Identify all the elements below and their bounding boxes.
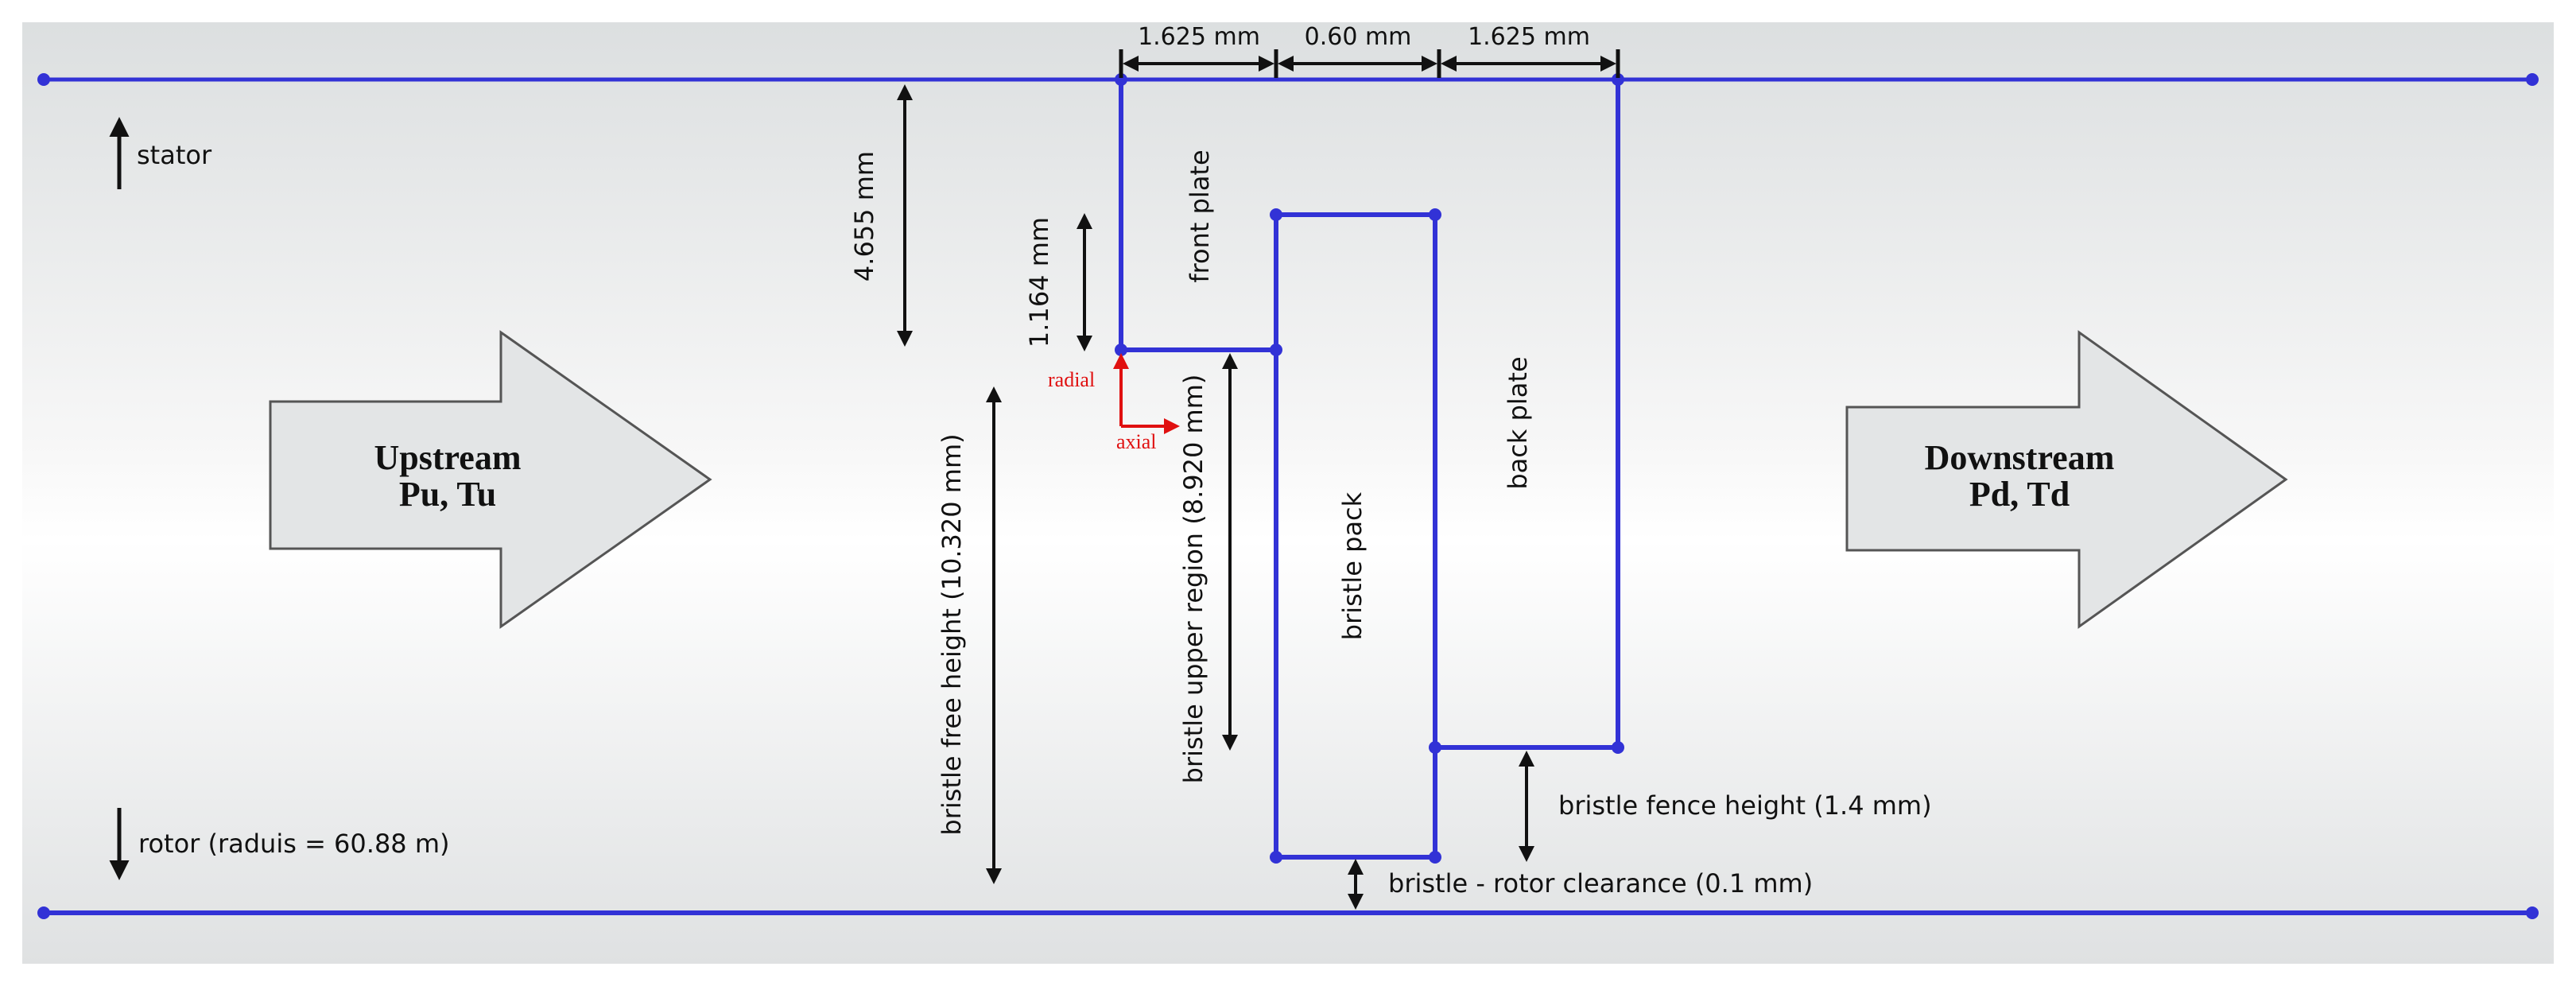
dim-label-bristle-fence-height: bristle fence height (1.4 mm)	[1558, 790, 1932, 821]
dim-label-bristle-free-height: bristle free height (10.320 mm)	[937, 433, 967, 835]
dim-label-bristle-upper-region: bristle upper region (8.920 mm)	[1178, 375, 1208, 784]
label-bristle-pack: bristle pack	[1337, 491, 1368, 640]
back-plate-outline	[1435, 80, 1620, 750]
label-back-plate: back plate	[1503, 356, 1533, 489]
upstream-title: Upstream	[374, 438, 522, 477]
dim-label-top-3: 1.625 mm	[1468, 23, 1590, 51]
label-stator: stator	[137, 140, 212, 170]
label-front-plate: front plate	[1185, 149, 1215, 282]
dim-label-front-plate-gap: 1.164 mm	[1024, 217, 1054, 347]
stator-line	[37, 73, 2539, 86]
front-plate-outline	[1119, 80, 1276, 352]
label-rotor: rotor (raduis = 60.88 m)	[138, 829, 449, 859]
dim-label-top-1: 1.625 mm	[1138, 23, 1260, 51]
rotor-line	[37, 906, 2539, 919]
dim-label-rotor-clearance: bristle - rotor clearance (0.1 mm)	[1388, 868, 1813, 899]
top-dimension-ticks	[1119, 49, 1620, 78]
dim-label-stator-gap: 4.655 mm	[849, 151, 879, 281]
upstream-arrow	[269, 330, 712, 629]
downstream-title: Downstream	[1925, 438, 2115, 477]
downstream-arrow	[1845, 330, 2288, 629]
bristle-pack-outline	[1274, 212, 1437, 860]
label-axial: axial	[1116, 430, 1157, 453]
upstream-subtitle: Pu, Tu	[399, 475, 496, 514]
downstream-subtitle: Pd, Td	[1969, 475, 2070, 514]
dim-label-top-2: 0.60 mm	[1305, 23, 1412, 51]
label-radial: radial	[1048, 368, 1095, 391]
